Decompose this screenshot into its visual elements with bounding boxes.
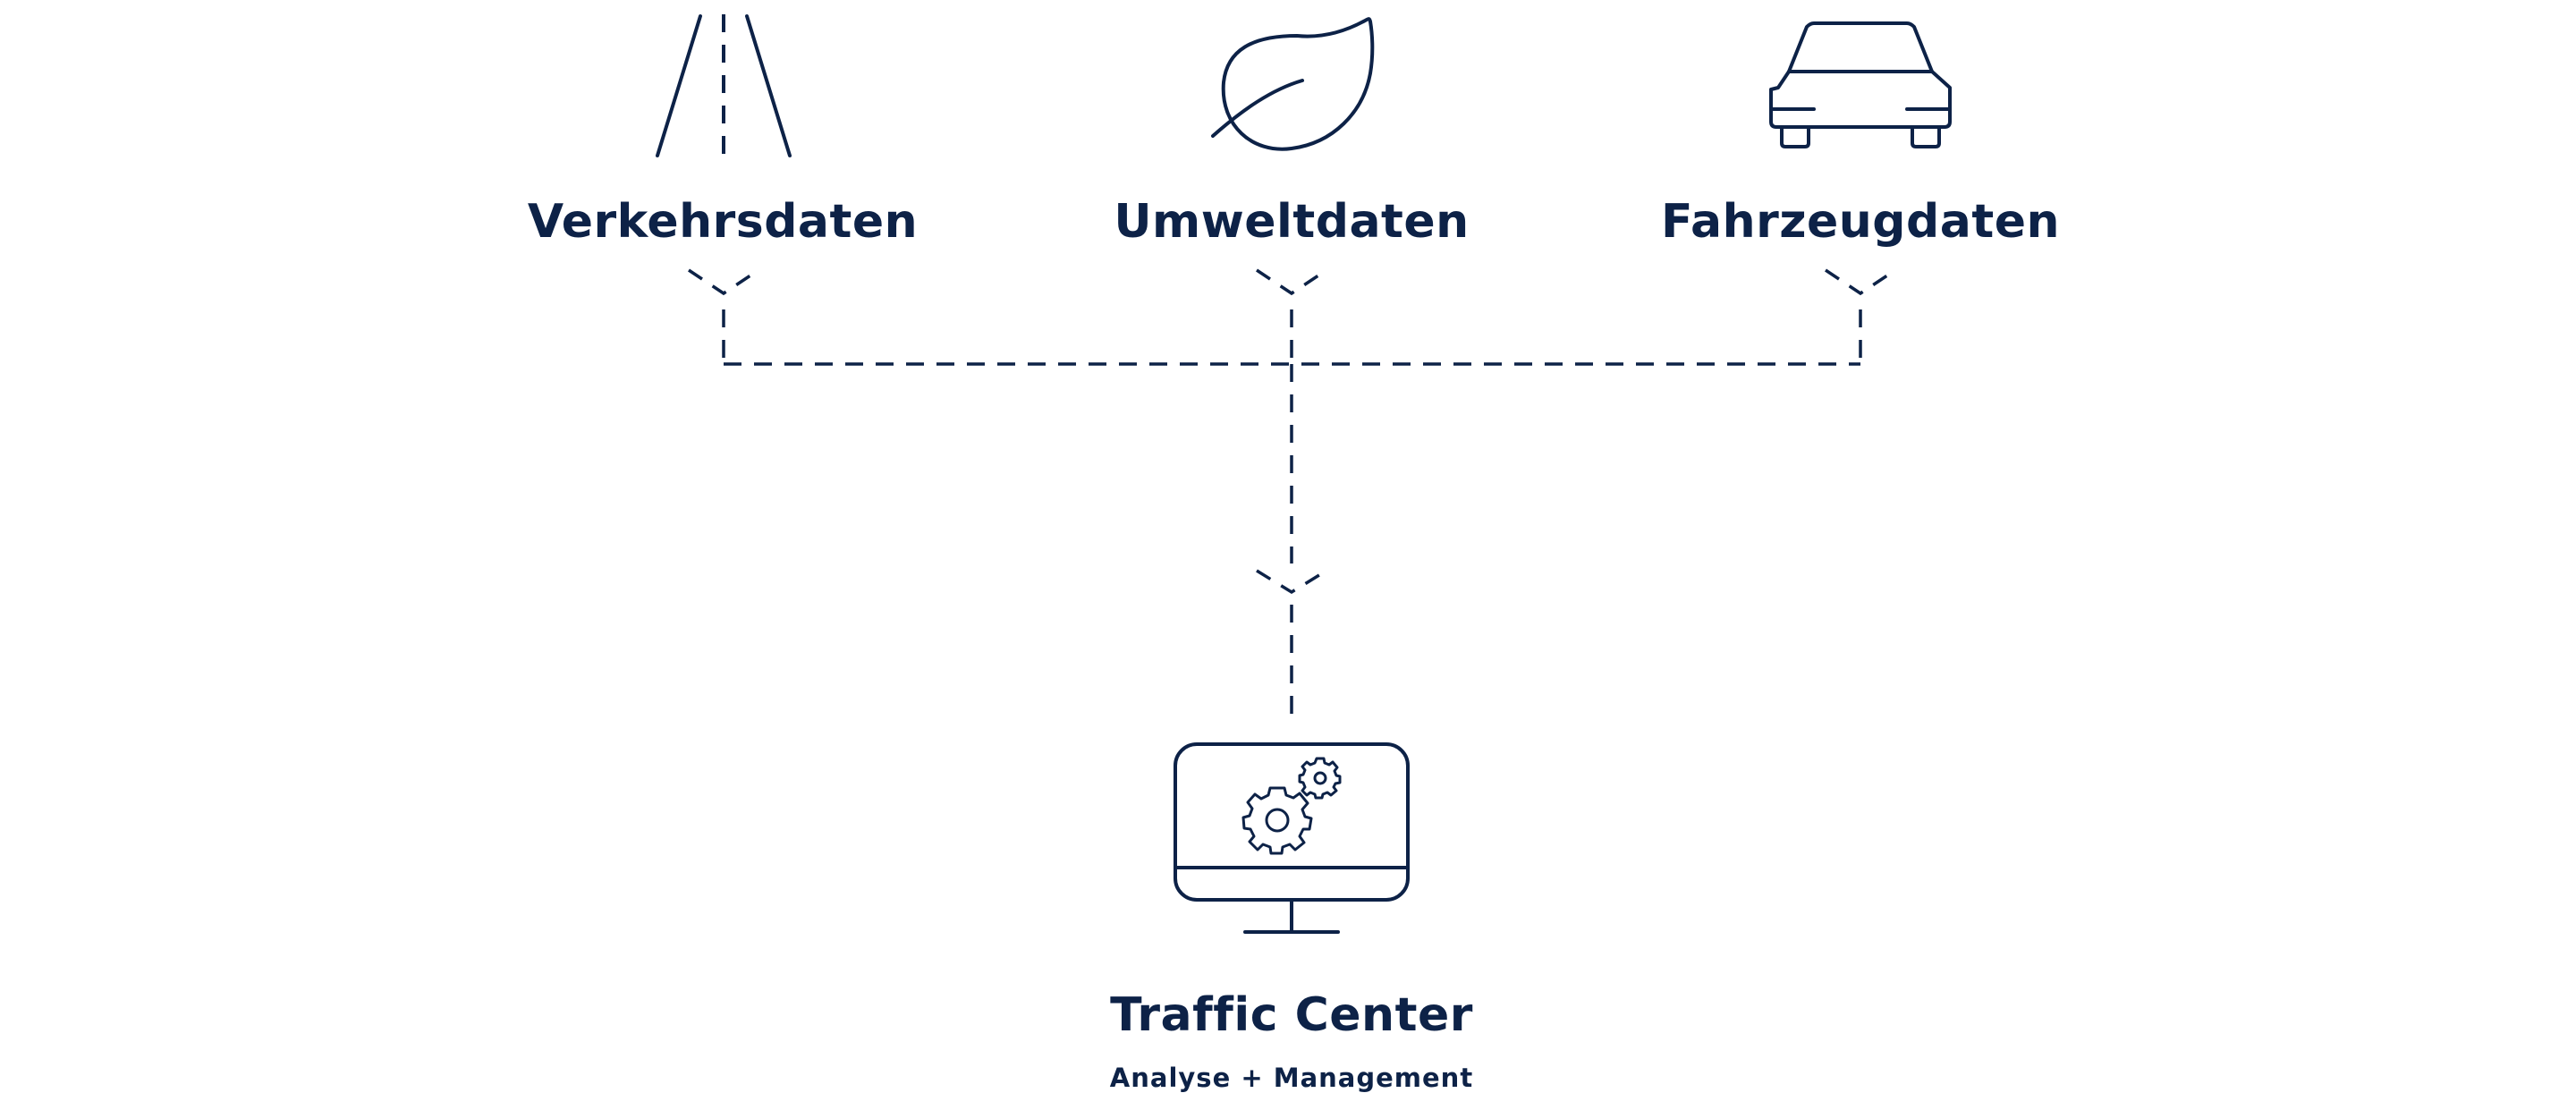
target-title: Traffic Center [1110, 988, 1473, 1042]
chevron-icon [1256, 268, 1327, 296]
source-label-traffic: Verkehrsdaten [527, 195, 919, 249]
chevron-icon [688, 268, 759, 296]
car-icon [1769, 21, 1952, 148]
gear-icon [1241, 786, 1313, 855]
road-icon [656, 14, 792, 157]
monitor-gears-icon [1174, 742, 1410, 934]
connector-lines [722, 309, 1862, 723]
source-label-environment: Umweltdaten [1114, 195, 1470, 249]
source-label-vehicle: Fahrzeugdaten [1661, 195, 2060, 249]
chevron-icon [1256, 569, 1327, 595]
target-subtitle: Analyse + Management [1109, 1063, 1474, 1093]
chevron-icon [1825, 268, 1896, 296]
gear-icon [1298, 757, 1342, 800]
leaf-icon [1211, 17, 1375, 151]
